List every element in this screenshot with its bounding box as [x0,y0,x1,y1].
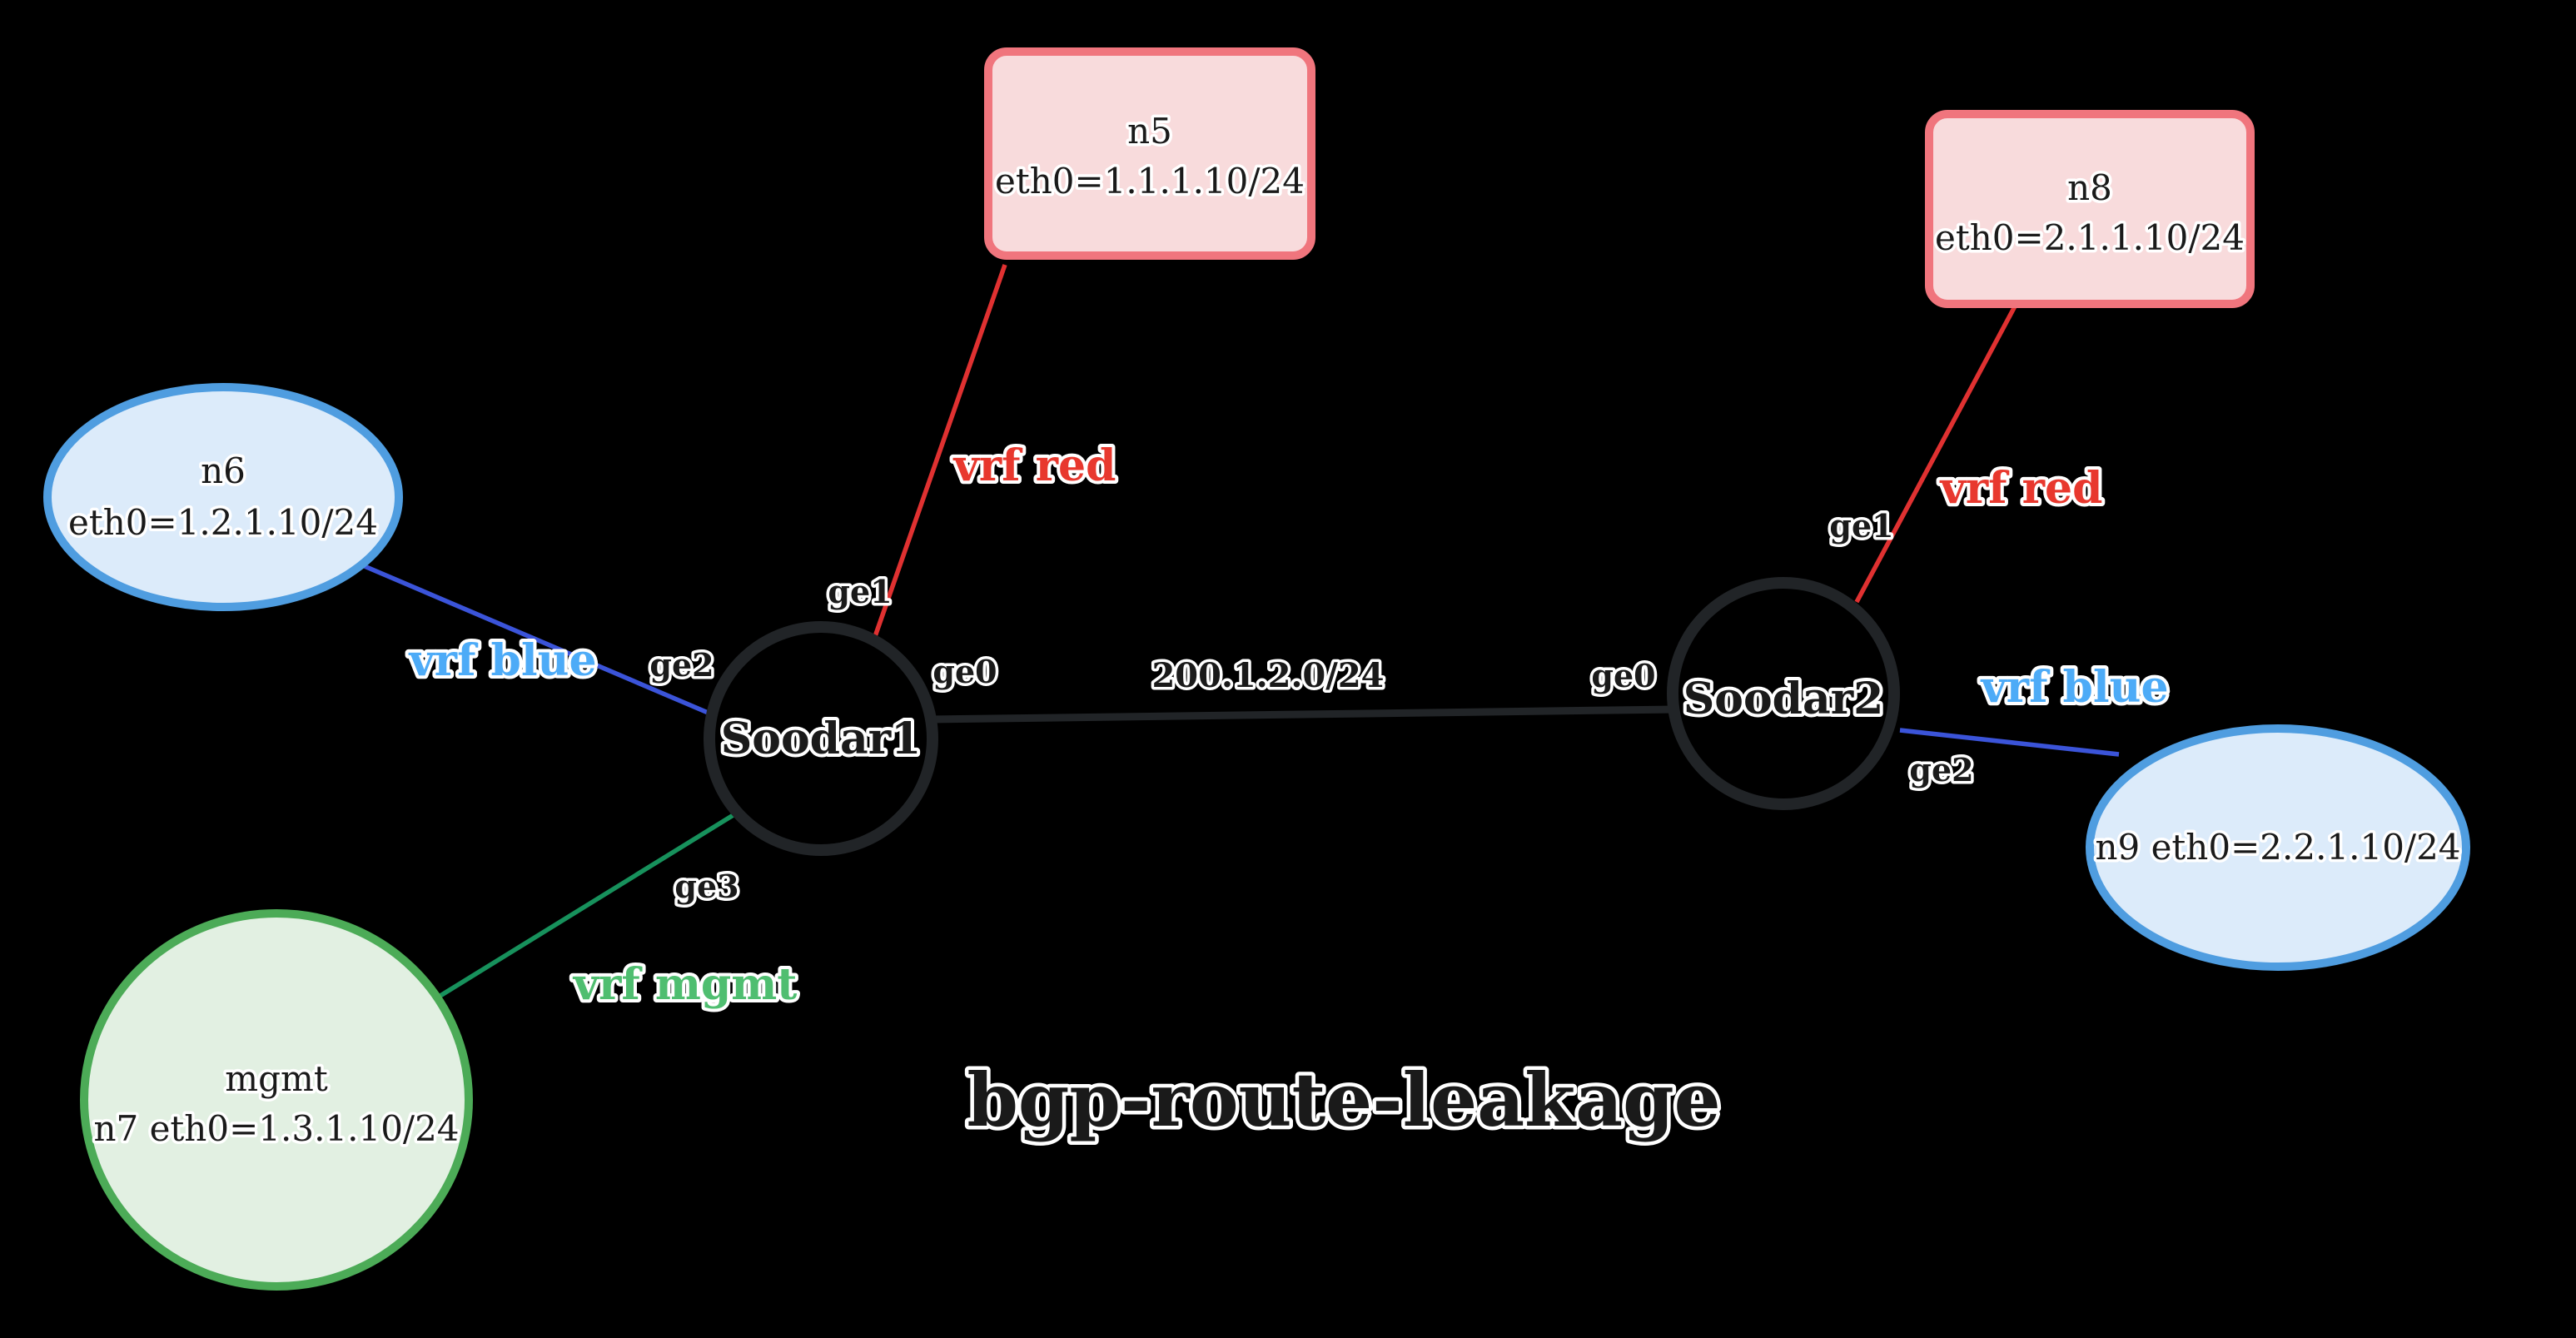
node-mgmt-name: mgmt [225,1058,328,1099]
node-soodar2-label: Soodar2 [1683,674,1884,724]
port-labels: ge1 ge0 ge2 ge3 ge0 ge1 ge2 [647,505,1977,908]
node-n8-address: eth0=2.1.1.10/24 [1935,217,2245,258]
vrf-blue-label-left: vrf blue [408,635,596,686]
port-soodar1-ge2: ge2 [649,646,714,684]
nodes [43,47,2470,1291]
node-n5-name: n5 [1127,111,1172,152]
node-n5-address: eth0=1.1.1.10/24 [995,161,1305,201]
node-labels: n5 eth0=1.1.1.10/24 n8 eth0=2.1.1.10/24 … [66,108,2464,1152]
edges [359,264,2120,1003]
node-n9-label: n9 eth0=2.2.1.10/24 [2095,827,2460,868]
vrf-red-label-left: vrf red [953,440,1116,491]
core-subnet-label: 200.1.2.0/24 [1151,656,1384,695]
node-mgmt-address: n7 eth0=1.3.1.10/24 [93,1108,459,1149]
edge-vrf-blue-n6-soodar1 [359,562,714,717]
node-n8-name: n8 [2067,167,2112,208]
node-n9-ellipse [2086,724,2470,971]
node-soodar2-circle [1667,577,1900,810]
edge-labels: 200.1.2.0/24 vrf red vrf red vrf blue vr… [405,437,2171,1013]
port-soodar2-ge0: ge0 [1591,657,1655,694]
port-soodar1-ge0: ge0 [932,653,997,690]
vrf-blue-label-right: vrf blue [1980,662,2168,713]
edge-vrf-red-n8-soodar2 [1854,305,2017,604]
node-soodar1-circle [704,621,938,856]
edge-vrf-blue-soodar2-n9 [1899,728,2120,757]
node-n6-address: eth0=1.2.1.10/24 [68,502,378,543]
port-soodar2-ge1: ge1 [1829,507,1893,545]
node-n6-ellipse [43,383,403,611]
vrf-mgmt-label: vrf mgmt [573,959,798,1010]
node-n8-box [1925,110,2255,308]
node-n5-box [984,47,1315,260]
diagram-title: bgp-route-leakage [967,1057,1720,1143]
node-soodar1-label: Soodar1 [721,714,922,764]
node-n6-name: n6 [201,450,246,491]
edge-core-soodar1-soodar2 [930,705,1676,724]
port-soodar2-ge2: ge2 [1909,751,1973,788]
vrf-red-label-right: vrf red [1940,463,2103,514]
node-mgmt-ellipse [80,909,473,1291]
port-soodar1-ge3: ge3 [674,868,738,905]
edge-vrf-red-n5-soodar1 [870,264,1007,644]
port-soodar1-ge1: ge1 [828,573,892,610]
edge-vrf-mgmt-n7-soodar1 [430,807,744,1003]
